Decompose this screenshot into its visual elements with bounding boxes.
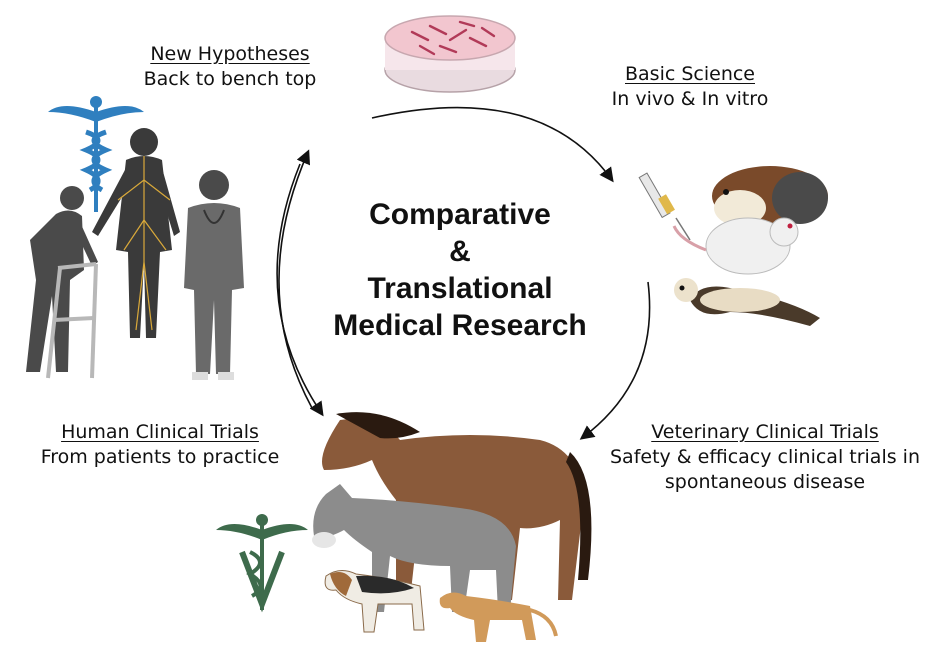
new-hypotheses-label: New Hypotheses Back to bench top <box>120 42 340 92</box>
center-title-line-3: Translational <box>367 272 553 305</box>
arrow-to-human-trials <box>276 163 324 417</box>
center-title-line-2: & <box>449 235 471 268</box>
mouse-icon <box>672 217 799 275</box>
petri-dish-icon <box>384 15 516 93</box>
basic-science-heading: Basic Science <box>625 63 755 85</box>
walker-frame <box>46 262 98 379</box>
veterinary-trials-subtext-1: Safety & efficacy clinical trials in <box>609 446 920 468</box>
cycle-arrows <box>276 106 651 440</box>
veterinary-trials-label: Veterinary Clinical Trials Safety & effi… <box>600 420 930 495</box>
basic-science-subtext: In vivo & In vitro <box>611 88 769 110</box>
basic-science-label: Basic Science In vivo & In vitro <box>580 62 800 112</box>
ferret-icon <box>674 278 820 326</box>
elderly-patient-figure <box>26 186 98 372</box>
arrow-basic-science-to-veterinary <box>579 281 651 440</box>
nervous-system-figure <box>92 128 180 338</box>
beagle-icon <box>324 570 425 633</box>
arrow-top-to-basic-science <box>371 106 614 183</box>
human-trials-heading: Human Clinical Trials <box>61 421 259 443</box>
donkey-icon <box>312 484 516 612</box>
arrow-human-to-hypotheses <box>278 149 313 409</box>
lab-animals-group <box>638 166 828 326</box>
center-title-line-1: Comparative <box>369 198 551 231</box>
syringe-icon <box>638 172 691 241</box>
caduceus-icon <box>48 96 144 212</box>
doctor-figure <box>184 170 244 380</box>
guinea-pig-icon <box>712 166 828 226</box>
human-trials-label: Human Clinical Trials From patients to p… <box>10 420 310 470</box>
new-hypotheses-heading: New Hypotheses <box>150 43 310 65</box>
veterinary-trials-subtext-2: spontaneous disease <box>664 471 866 493</box>
center-title: Comparative & Translational Medical Rese… <box>300 196 620 344</box>
veterinary-trials-heading: Veterinary Clinical Trials <box>651 421 879 443</box>
tan-dog-icon <box>439 592 558 642</box>
veterinary-animals-group <box>312 412 592 642</box>
new-hypotheses-subtext: Back to bench top <box>143 68 317 90</box>
human-trials-subtext: From patients to practice <box>40 446 280 468</box>
human-patients-group <box>26 128 244 380</box>
center-title-line-4: Medical Research <box>333 309 587 342</box>
veterinary-caduceus-icon <box>216 514 308 613</box>
